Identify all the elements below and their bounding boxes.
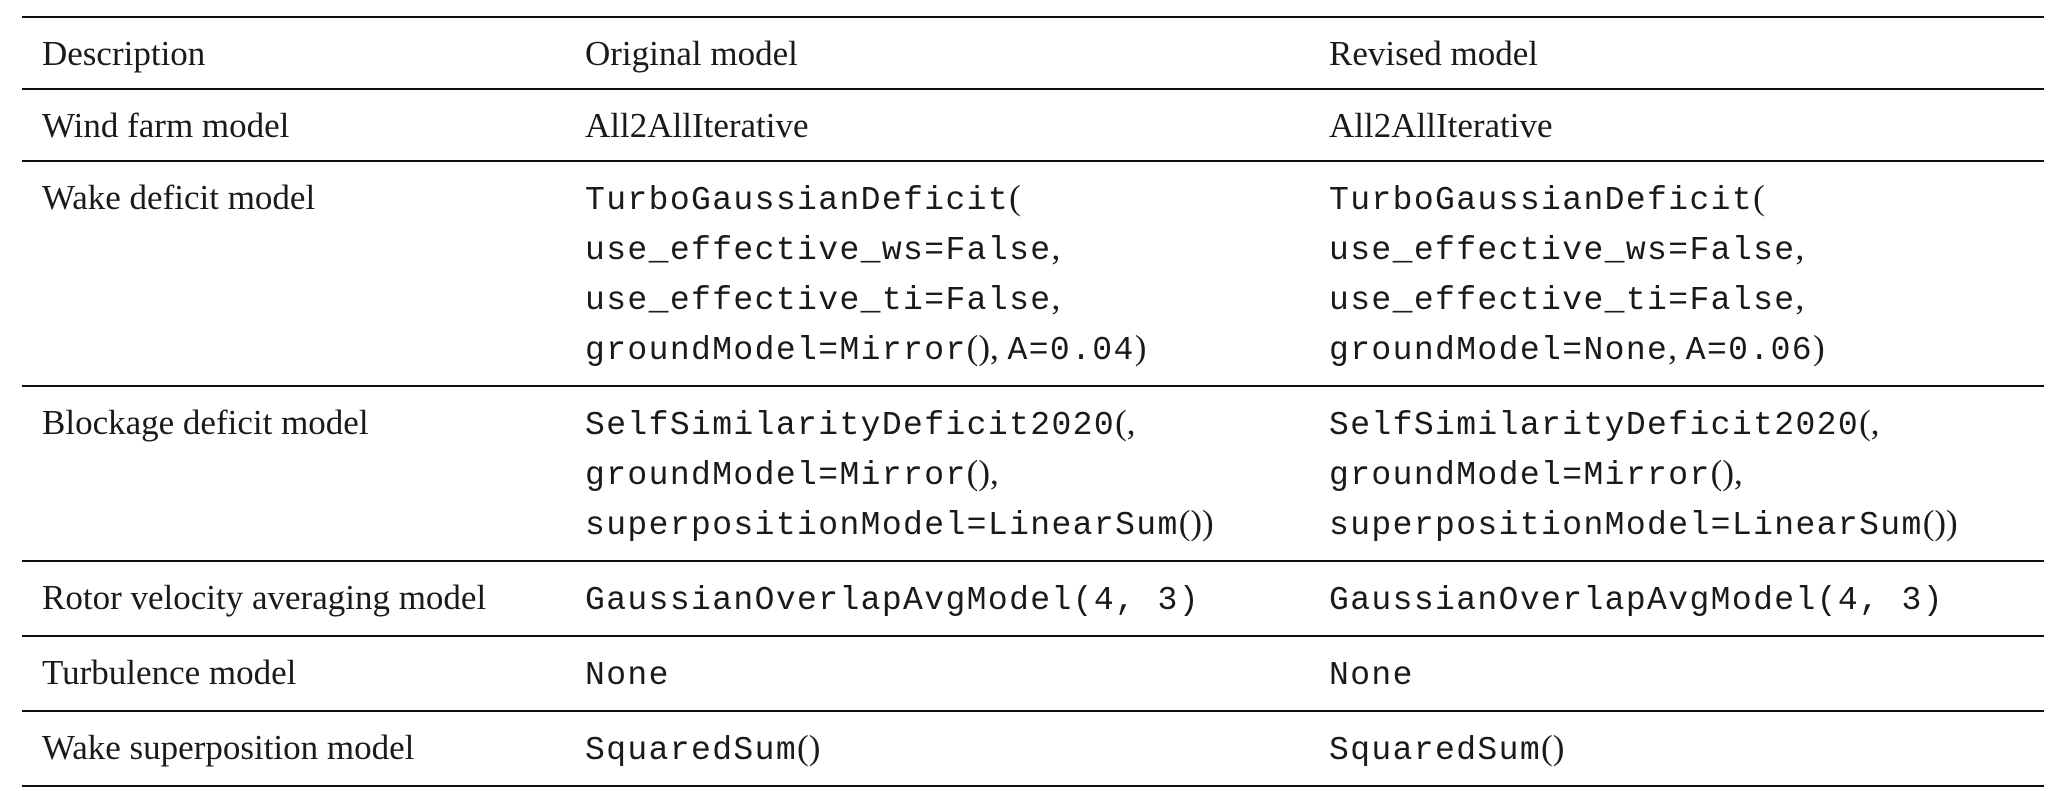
table-row: Turbulence model None None <box>22 636 2044 712</box>
revised-model-line: All2AllIterative <box>1329 102 2024 149</box>
plain-text: , <box>1795 228 1805 267</box>
plain-text: (), <box>966 453 999 492</box>
plain-text: (), <box>966 328 1008 367</box>
original-model-cell: GaussianOverlapAvgModel(4, 3) <box>565 561 1309 637</box>
original-model-cell: All2AllIterative <box>565 89 1309 162</box>
plain-text: ) <box>1813 328 1825 367</box>
code-text: TurboGaussianDeficit <box>585 182 1010 219</box>
model-comparison-table: Description Original model Revised model… <box>22 16 2044 787</box>
original-model-line: None <box>585 649 1289 699</box>
code-text: SquaredSum <box>1329 732 1542 769</box>
original-model-cell: TurboGaussianDeficit(use_effective_ws=Fa… <box>565 161 1309 387</box>
code-text: None <box>1329 657 1414 694</box>
revised-model-line: use_effective_ti=False, <box>1329 274 2024 324</box>
revised-model-line: groundModel=Mirror(), <box>1329 449 2024 499</box>
code-text: TurboGaussianDeficit <box>1329 182 1754 219</box>
revised-model-cell: SelfSimilarityDeficit2020(,groundModel=M… <box>1309 386 2044 562</box>
code-text: use_effective_ws=False <box>1329 232 1796 269</box>
revised-model-line: superpositionModel=LinearSum()) <box>1329 499 2024 549</box>
original-model-line: superpositionModel=LinearSum()) <box>585 499 1289 549</box>
table-header-row: Description Original model Revised model <box>22 16 2044 90</box>
original-model-line: All2AllIterative <box>585 102 1289 149</box>
revised-model-cell: None <box>1309 636 2044 712</box>
original-model-line: SelfSimilarityDeficit2020(, <box>585 399 1289 449</box>
code-text: groundModel=Mirror <box>585 457 967 494</box>
original-model-line: groundModel=Mirror(), <box>585 449 1289 499</box>
revised-model-line: TurboGaussianDeficit( <box>1329 174 2024 224</box>
plain-text: () <box>1541 728 1565 767</box>
revised-model-cell: TurboGaussianDeficit(use_effective_ws=Fa… <box>1309 161 2044 387</box>
original-model-cell: SquaredSum() <box>565 711 1309 787</box>
original-model-cell: SelfSimilarityDeficit2020(,groundModel=M… <box>565 386 1309 562</box>
code-text: use_effective_ti=False <box>585 282 1052 319</box>
original-model-line: TurboGaussianDeficit( <box>585 174 1289 224</box>
plain-text: , <box>1668 328 1686 367</box>
row-description: Blockage deficit model <box>22 386 565 562</box>
plain-text: (, <box>1859 403 1880 442</box>
original-model-line: use_effective_ti=False, <box>585 274 1289 324</box>
plain-text: , <box>1051 228 1061 267</box>
revised-model-line: SelfSimilarityDeficit2020(, <box>1329 399 2024 449</box>
original-model-cell: None <box>565 636 1309 712</box>
row-description: Turbulence model <box>22 636 565 712</box>
revised-model-cell: GaussianOverlapAvgModel(4, 3) <box>1309 561 2044 637</box>
plain-text: (, <box>1115 403 1136 442</box>
row-description: Wake deficit model <box>22 161 565 387</box>
header-description: Description <box>22 16 565 90</box>
code-text: use_effective_ws=False <box>585 232 1052 269</box>
code-text: superpositionModel=LinearSum <box>585 507 1179 544</box>
code-text: SelfSimilarityDeficit2020 <box>585 407 1116 444</box>
code-text: groundModel=Mirror <box>1329 457 1711 494</box>
code-text: SquaredSum <box>585 732 798 769</box>
revised-model-line: GaussianOverlapAvgModel(4, 3) <box>1329 574 2024 624</box>
plain-text: , <box>1795 278 1805 317</box>
plain-text: , <box>1051 278 1061 317</box>
code-text: GaussianOverlapAvgModel(4, 3) <box>585 582 1200 619</box>
table-row: Wind farm model All2AllIterative All2AllIt… <box>22 89 2044 162</box>
revised-model-cell: SquaredSum() <box>1309 711 2044 787</box>
code-text: SelfSimilarityDeficit2020 <box>1329 407 1860 444</box>
revised-model-line: use_effective_ws=False, <box>1329 224 2024 274</box>
revised-model-line: groundModel=None, A=0.06) <box>1329 324 2024 374</box>
plain-text: ) <box>1134 328 1147 367</box>
row-description: Wind farm model <box>22 89 565 162</box>
code-text: A=0.04 <box>1007 332 1135 369</box>
revised-model-line: SquaredSum() <box>1329 724 2024 774</box>
code-text: use_effective_ti=False <box>1329 282 1796 319</box>
plain-text: () <box>797 728 821 767</box>
header-original-model: Original model <box>565 16 1309 90</box>
original-model-line: groundModel=Mirror(), A=0.04) <box>585 324 1289 374</box>
plain-text: ()) <box>1178 503 1214 542</box>
code-text: groundModel=None <box>1329 332 1669 369</box>
original-model-line: GaussianOverlapAvgModel(4, 3) <box>585 574 1289 624</box>
row-description: Rotor velocity averaging model <box>22 561 565 637</box>
revised-model-line: None <box>1329 649 2024 699</box>
plain-text: All2AllIterative <box>585 106 809 145</box>
plain-text: ()) <box>1922 503 1958 542</box>
table-row: Rotor velocity averaging model GaussianOv… <box>22 561 2044 637</box>
code-text: A=0.06 <box>1685 332 1813 369</box>
code-text: superpositionModel=LinearSum <box>1329 507 1923 544</box>
row-description: Wake superposition model <box>22 711 565 787</box>
code-text: None <box>585 657 670 694</box>
revised-model-cell: All2AllIterative <box>1309 89 2044 162</box>
code-text: GaussianOverlapAvgModel(4, 3) <box>1329 582 1944 619</box>
plain-text: ( <box>1753 178 1765 217</box>
plain-text: (), <box>1710 453 1743 492</box>
header-revised-model: Revised model <box>1309 16 2044 90</box>
plain-text: ( <box>1009 178 1021 217</box>
original-model-line: use_effective_ws=False, <box>585 224 1289 274</box>
table-body: Wind farm model All2AllIterative All2AllIt… <box>22 89 2044 787</box>
plain-text: All2AllIterative <box>1329 106 1553 145</box>
original-model-line: SquaredSum() <box>585 724 1289 774</box>
model-comparison-table-container: Description Original model Revised model… <box>22 16 2044 787</box>
code-text: groundModel=Mirror <box>585 332 967 369</box>
